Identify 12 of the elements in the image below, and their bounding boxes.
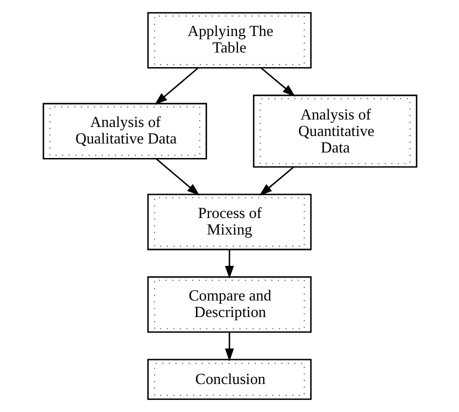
node-box: Conclusion [146,358,312,400]
arrow [155,158,200,196]
arrow [224,250,234,279]
node-box: Analysis of Quantitative Data [252,94,417,168]
arrow [224,332,234,362]
arrow [258,166,294,196]
node-box: Analysis of Qualitative Data [42,102,207,160]
node-box: Compare and Description [146,276,312,333]
arrow [154,67,198,105]
arrow [260,67,295,97]
node-box: Applying The Table [146,12,312,69]
node-box: Process of Mixing [146,194,312,250]
